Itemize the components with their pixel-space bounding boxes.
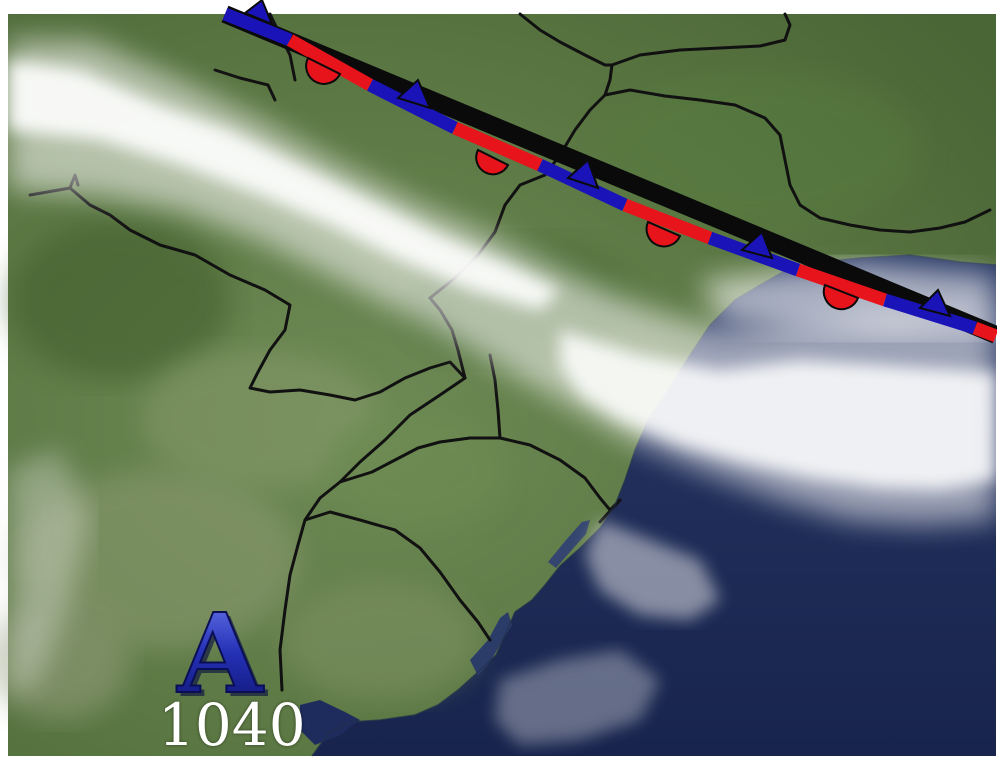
high-pressure-symbol-shadow: A — [180, 593, 268, 722]
land-texture — [0, 70, 920, 720]
high-pressure-icon: A A — [175, 588, 268, 722]
warm-front-bump — [305, 56, 342, 85]
cloud-band — [8, 40, 996, 745]
warm-front-bump — [822, 283, 860, 311]
river-plate — [300, 700, 360, 745]
pressure-value: 1040 — [158, 691, 306, 759]
estuary — [470, 612, 512, 676]
cold-front-triangle — [739, 230, 774, 260]
warm-front-bump — [645, 220, 682, 248]
stationary-front — [221, 0, 997, 344]
lagoon — [548, 520, 590, 568]
cold-front-triangle — [243, 0, 274, 26]
cold-front-triangle — [918, 288, 952, 318]
cold-front-triangle — [396, 78, 432, 110]
warm-front-bump — [475, 148, 510, 176]
country-borders — [28, 12, 992, 692]
high-pressure-symbol: A — [176, 589, 264, 718]
cold-front-triangle — [566, 158, 600, 190]
